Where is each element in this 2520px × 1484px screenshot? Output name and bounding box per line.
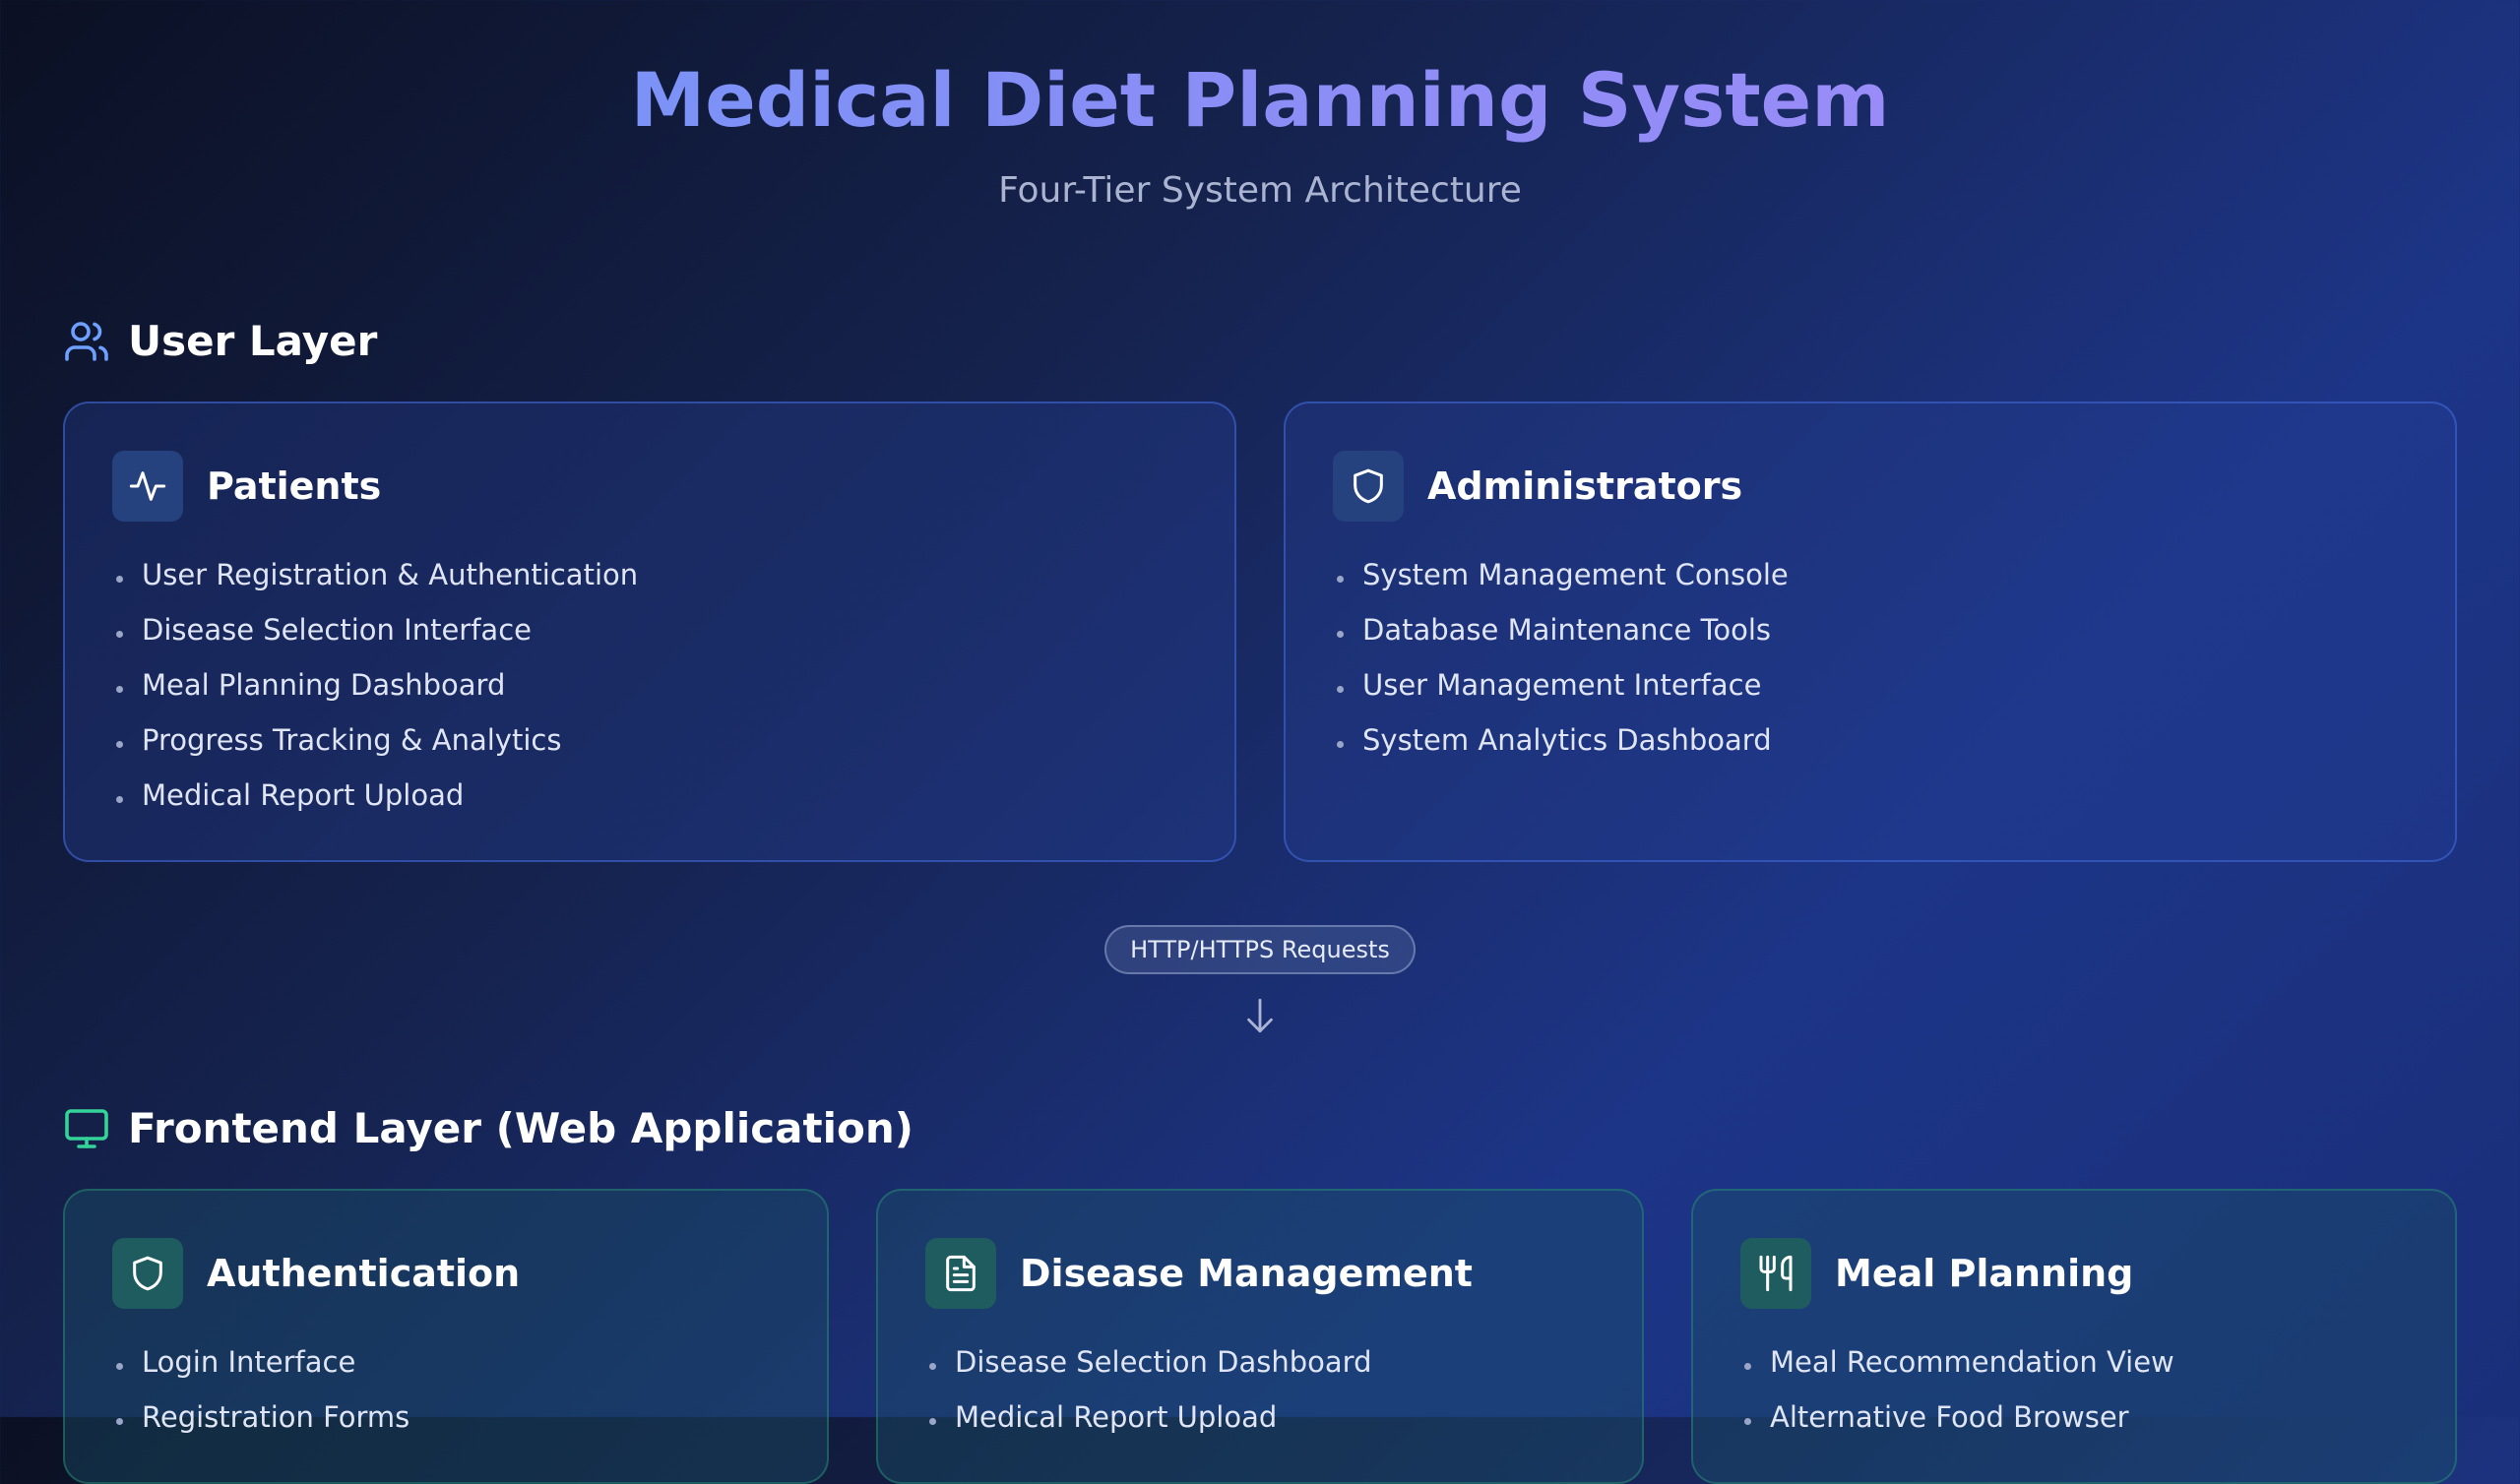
- disease-management-icon-box: [925, 1238, 996, 1309]
- user-layer-heading: User Layer: [63, 317, 377, 365]
- patients-card: Patients User Registration & Authenticat…: [63, 402, 1236, 862]
- administrators-icon-box: [1333, 451, 1404, 522]
- list-item: System Management Console: [1333, 557, 2408, 612]
- meal-planning-card-header: Meal Planning: [1740, 1238, 2408, 1309]
- http-requests-badge: HTTP/HTTPS Requests: [1104, 925, 1416, 974]
- meal-planning-card-title: Meal Planning: [1835, 1252, 2134, 1295]
- list-item: Medical Report Upload: [112, 777, 1187, 833]
- disease-management-card: Disease Management Disease Selection Das…: [876, 1189, 1644, 1484]
- frontend-layer-heading: Frontend Layer (Web Application): [63, 1104, 914, 1152]
- list-item: User Management Interface: [1333, 667, 2408, 722]
- document-icon: [946, 1255, 976, 1292]
- disease-management-feature-list: Disease Selection Dashboard Medical Repo…: [925, 1344, 1595, 1454]
- architecture-page: Medical Diet Planning System Four-Tier S…: [0, 55, 2520, 1484]
- page-title: Medical Diet Planning System: [0, 55, 2520, 146]
- shield-icon: [133, 1256, 162, 1291]
- authentication-feature-list: Login Interface Registration Forms: [112, 1344, 780, 1454]
- administrators-card-title: Administrators: [1427, 464, 1743, 508]
- list-item: User Registration & Authentication: [112, 557, 1187, 612]
- administrators-card: Administrators System Management Console…: [1284, 402, 2457, 862]
- authentication-icon-box: [112, 1238, 183, 1309]
- patients-feature-list: User Registration & Authentication Disea…: [112, 557, 1187, 833]
- authentication-card-header: Authentication: [112, 1238, 780, 1309]
- user-layer-title: User Layer: [128, 317, 378, 365]
- list-item: Registration Forms: [112, 1399, 780, 1454]
- list-item: Medical Report Upload: [925, 1399, 1595, 1454]
- meal-planning-card: Meal Planning Meal Recommendation View A…: [1691, 1189, 2457, 1484]
- shield-icon: [1354, 468, 1383, 504]
- meal-planning-feature-list: Meal Recommendation View Alternative Foo…: [1740, 1344, 2408, 1454]
- list-item: Disease Selection Interface: [112, 612, 1187, 667]
- arrow-down-icon: [1247, 998, 1273, 1033]
- page-header: Medical Diet Planning System Four-Tier S…: [0, 55, 2520, 213]
- disease-management-card-header: Disease Management: [925, 1238, 1595, 1309]
- patients-icon-box: [112, 451, 183, 522]
- list-item: Login Interface: [112, 1344, 780, 1399]
- patients-card-header: Patients: [112, 451, 1187, 522]
- utensils-icon: [1759, 1255, 1793, 1292]
- meal-planning-icon-box: [1740, 1238, 1811, 1309]
- frontend-layer-title: Frontend Layer (Web Application): [128, 1104, 914, 1152]
- list-item: Meal Recommendation View: [1740, 1344, 2408, 1399]
- list-item: Disease Selection Dashboard: [925, 1344, 1595, 1399]
- administrators-feature-list: System Management Console Database Maint…: [1333, 557, 2408, 777]
- users-icon: [65, 321, 108, 361]
- authentication-card: Authentication Login Interface Registrat…: [63, 1189, 829, 1484]
- disease-management-card-title: Disease Management: [1020, 1252, 1473, 1295]
- administrators-card-header: Administrators: [1333, 451, 2408, 522]
- activity-icon: [129, 471, 166, 501]
- list-item: Progress Tracking & Analytics: [112, 722, 1187, 777]
- patients-card-title: Patients: [207, 464, 382, 508]
- list-item: Alternative Food Browser: [1740, 1399, 2408, 1454]
- list-item: Meal Planning Dashboard: [112, 667, 1187, 722]
- authentication-card-title: Authentication: [207, 1252, 521, 1295]
- monitor-icon: [65, 1108, 108, 1148]
- page-subtitle: Four-Tier System Architecture: [998, 170, 1522, 211]
- list-item: System Analytics Dashboard: [1333, 722, 2408, 777]
- list-item: Database Maintenance Tools: [1333, 612, 2408, 667]
